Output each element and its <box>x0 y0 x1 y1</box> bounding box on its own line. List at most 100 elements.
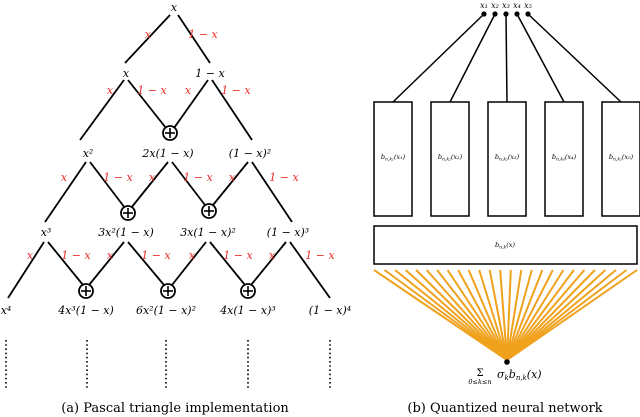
fan-line <box>506 269 523 361</box>
basis-box <box>373 101 413 217</box>
fan-line <box>506 269 596 361</box>
edge <box>171 241 207 286</box>
edge <box>171 161 206 206</box>
edge-label-x: x <box>185 84 192 97</box>
edge <box>177 14 211 64</box>
edge <box>173 79 209 129</box>
fan-line <box>506 269 565 361</box>
plus-icon <box>120 205 136 221</box>
edge-label-one-minus-x: 1 − x <box>141 249 171 262</box>
basis-box-label: bn,k₃(x₃) <box>495 153 520 163</box>
node-label: x² <box>83 147 94 160</box>
input-node <box>503 11 509 17</box>
edge-label-one-minus-x: 1 − x <box>137 84 167 97</box>
connection-line <box>516 13 565 103</box>
edge-label-x: x <box>107 84 114 97</box>
basis-box-label: bn,k₅(x₅) <box>609 153 634 163</box>
fan-line <box>383 269 508 361</box>
basis-box <box>544 101 584 217</box>
input-label: x₃ <box>502 1 510 10</box>
edge <box>211 79 253 141</box>
edge <box>289 241 331 299</box>
fan-lines <box>373 269 638 361</box>
edge-label-one-minus-x: 1 − x <box>103 171 133 184</box>
basis-box <box>430 101 470 217</box>
fan-line <box>436 269 508 361</box>
fan-line <box>506 269 575 361</box>
plus-icon <box>201 203 217 219</box>
node-label: 4x(1 − x)³ <box>219 304 276 317</box>
input-connections <box>392 13 622 103</box>
edge-label-one-minus-x: 1 − x <box>188 28 218 41</box>
caption-b: (b) Quantized neural network <box>407 401 602 416</box>
node-label: 3x²(1 − x) <box>98 226 154 239</box>
output-sum-range: 0≤k≤n <box>468 378 491 386</box>
fan-line <box>394 269 508 361</box>
fan-line <box>425 269 508 361</box>
combined-box <box>373 225 638 265</box>
fan-line <box>506 269 638 361</box>
neural-network: x₁ x₂ x₃ x₄ x₅ <box>373 1 640 416</box>
node-label: 1 − x <box>195 67 225 80</box>
basis-box-label: bn,k₄(x₄) <box>552 153 577 163</box>
fan-line <box>478 269 508 361</box>
node-label: (1 − x)² <box>229 147 271 160</box>
output-term: σkbn,k(x) <box>497 368 542 382</box>
fan-line <box>506 269 512 361</box>
plus-icon <box>160 283 176 299</box>
fan-line <box>506 269 586 361</box>
caption-a: (a) Pascal triangle implementation <box>61 401 289 416</box>
fan-line <box>467 269 508 361</box>
fan-line <box>506 269 607 361</box>
edge-label-x: x <box>269 249 276 262</box>
node-label: (1 − x)⁴ <box>309 304 351 317</box>
input-label: x₁ <box>480 1 488 10</box>
basis-box-label: bn,k₁(x₁) <box>381 153 406 163</box>
edge-label-one-minus-x: 1 − x <box>269 171 299 184</box>
continuation-dots <box>5 340 331 388</box>
edge <box>212 161 249 206</box>
input-label: x₄ <box>513 1 521 10</box>
node-label: 3x(1 − x)² <box>180 226 236 239</box>
edge <box>130 161 169 209</box>
edge <box>250 241 287 286</box>
basis-boxes <box>373 101 640 217</box>
input-label: x₅ <box>524 1 533 10</box>
node-label: x³ <box>41 226 52 239</box>
node-label: x <box>171 1 178 14</box>
edge-label-x: x <box>61 171 68 184</box>
plus-icon <box>78 283 94 299</box>
edge <box>251 161 293 223</box>
connection-line <box>449 13 496 103</box>
edge <box>89 161 126 209</box>
connection-line <box>527 13 622 103</box>
fan-line <box>499 269 508 361</box>
plus-icon <box>162 125 178 141</box>
edge <box>47 241 84 286</box>
pascal-edges <box>7 14 331 299</box>
fan-line <box>506 269 617 361</box>
node-label: 2x(1 − x) <box>141 147 193 160</box>
basis-box <box>487 101 527 217</box>
edge-label-x: x <box>189 249 196 262</box>
pascal-node-labels: x x 1 − x x² 2x(1 − x) (1 − x)² x³ 3x²(1… <box>1 1 352 317</box>
edge-label-x: x <box>107 249 114 262</box>
input-label: x₂ <box>491 1 499 10</box>
fan-line <box>404 269 508 361</box>
input-node <box>492 11 498 17</box>
pascal-edge-labels: x 1 − x x 1 − x x 1 − x x 1 − x x 1 − x … <box>27 28 336 262</box>
edge-label-one-minus-x: 1 − x <box>183 171 213 184</box>
plus-icon <box>240 283 256 299</box>
edge <box>7 241 45 299</box>
edge <box>209 241 246 286</box>
basis-box-labels: bn,k₁(x₁) bn,k₂(x₂) bn,k₃(x₃) bn,k₄(x₄) … <box>381 153 634 163</box>
connection-line <box>392 13 485 103</box>
fan-line <box>415 269 508 361</box>
output-sum-symbol: Σ <box>476 368 483 379</box>
node-label: 6x²(1 − x)² <box>136 304 196 317</box>
edge-label-one-minus-x: 1 − x <box>221 84 251 97</box>
combined-box-label: bn,k(x) <box>495 241 515 251</box>
edge-label-x: x <box>27 249 34 262</box>
edge-label-x: x <box>229 171 236 184</box>
edge <box>79 79 125 141</box>
